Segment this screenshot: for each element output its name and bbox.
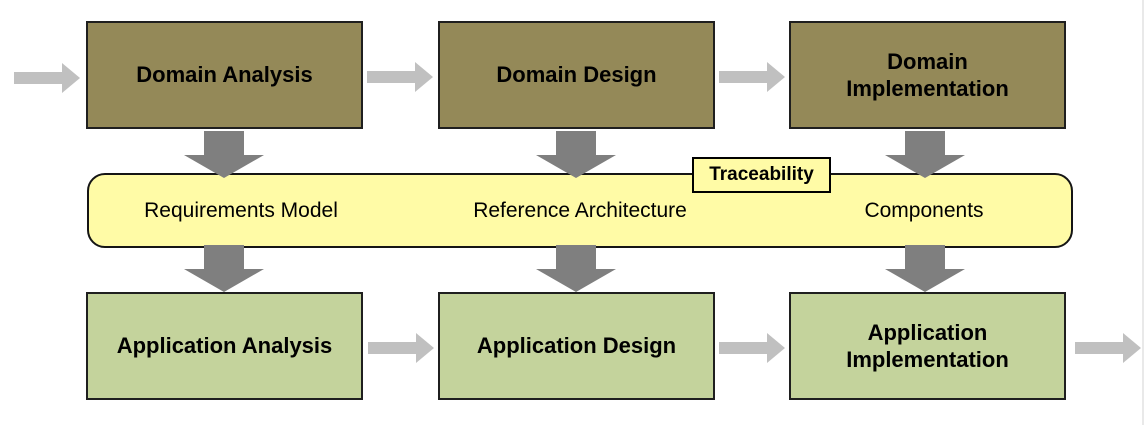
requirements-model-label: Requirements Model	[144, 198, 338, 222]
right-arrow-application-design-to-implementation-icon	[719, 333, 785, 363]
page-edge-line	[1142, 0, 1144, 425]
application-design-box: Application Design	[438, 292, 715, 400]
reference-architecture-label: Reference Architecture	[473, 198, 687, 222]
right-arrow-application-analysis-to-design-icon	[368, 333, 434, 363]
right-arrow-into-domain-analysis-icon	[14, 63, 80, 93]
application-implementation-box: Application Implementation	[789, 292, 1066, 400]
domain-design-box: Domain Design	[438, 21, 715, 129]
right-arrow-domain-analysis-to-design-icon	[367, 62, 433, 92]
down-arrow-domain-analysis-to-band-icon	[184, 131, 264, 178]
down-arrow-domain-design-to-band-icon	[536, 131, 616, 178]
application-analysis-label: Application Analysis	[116, 333, 333, 359]
domain-design-label: Domain Design	[496, 62, 657, 88]
traceability-tag-box: Traceability	[692, 157, 831, 193]
components-label: Components	[864, 198, 984, 222]
right-arrow-out-of-application-implementation-icon	[1075, 333, 1141, 363]
right-arrow-domain-design-to-implementation-icon	[719, 62, 785, 92]
domain-analysis-box: Domain Analysis	[86, 21, 363, 129]
application-analysis-box: Application Analysis	[86, 292, 363, 400]
traceability-band: Requirements Model Reference Architectur…	[87, 173, 1073, 248]
traceability-tag-label: Traceability	[709, 164, 814, 185]
domain-implementation-box: Domain Implementation	[789, 21, 1066, 129]
down-arrow-band-to-application-analysis-icon	[184, 245, 264, 292]
application-design-label: Application Design	[476, 333, 677, 359]
application-implementation-label: Application Implementation	[846, 319, 1009, 373]
down-arrow-band-to-application-design-icon	[536, 245, 616, 292]
domain-implementation-label: Domain Implementation	[846, 48, 1009, 102]
down-arrow-band-to-application-implementation-icon	[885, 245, 965, 292]
domain-analysis-label: Domain Analysis	[136, 62, 313, 88]
down-arrow-domain-implementation-to-band-icon	[885, 131, 965, 178]
